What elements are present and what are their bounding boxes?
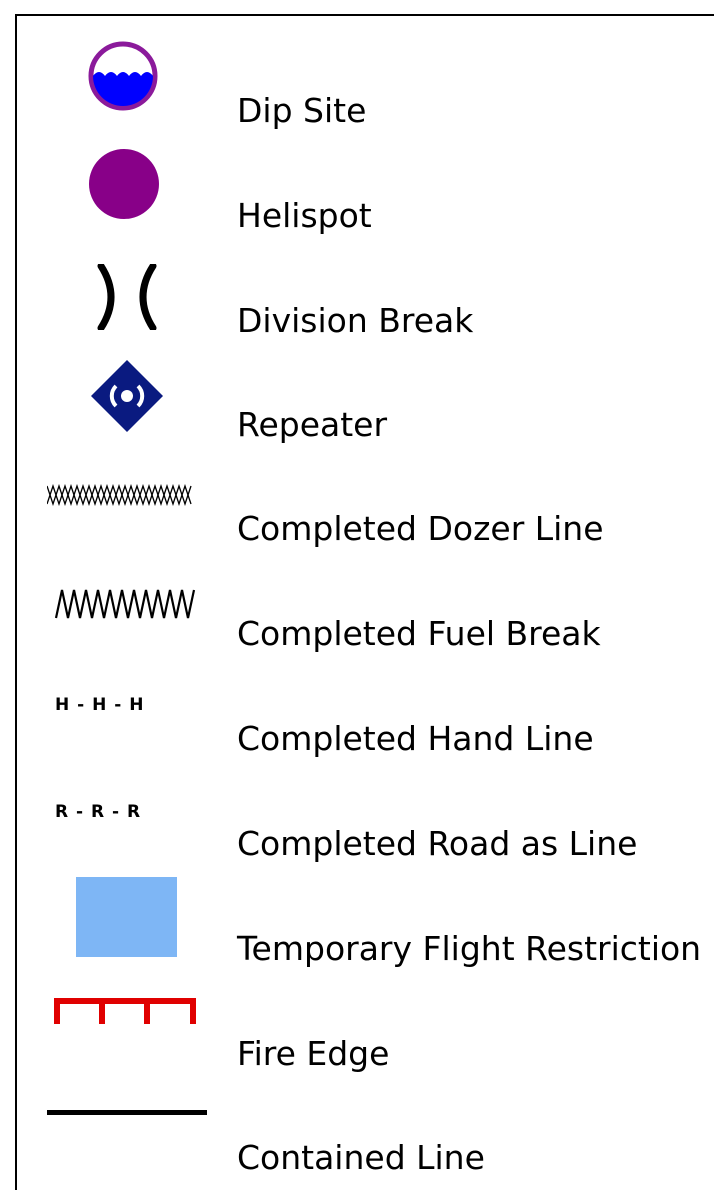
legend-label-road-line: Completed Road as Line: [237, 824, 638, 863]
dip-site-icon: [88, 41, 158, 111]
map-legend: Dip Site Helispot Division Break Repeate…: [15, 14, 714, 1190]
legend-label-repeater: Repeater: [237, 405, 388, 444]
fuel-break-icon: [54, 589, 196, 619]
contained-line-icon: [47, 1110, 207, 1115]
legend-label-division-break: Division Break: [237, 301, 474, 340]
legend-label-hand-line: Completed Hand Line: [237, 719, 594, 758]
legend-label-fire-edge: Fire Edge: [237, 1034, 390, 1073]
helispot-icon: [89, 149, 159, 219]
dozer-line-icon: [47, 484, 192, 506]
flight-restriction-icon: [76, 877, 177, 957]
legend-label-dozer-line: Completed Dozer Line: [237, 509, 604, 548]
legend-label-fuel-break: Completed Fuel Break: [237, 614, 601, 653]
hand-line-icon: H - H - H: [55, 695, 145, 715]
division-break-icon: [97, 264, 157, 330]
legend-label-flight-restriction: Temporary Flight Restriction: [237, 929, 702, 968]
road-line-icon: R - R - R: [55, 802, 142, 822]
fire-edge-icon: [54, 998, 196, 1024]
legend-label-helispot: Helispot: [237, 196, 372, 235]
legend-label-dip-site: Dip Site: [237, 91, 367, 130]
legend-label-contained-line: Contained Line: [237, 1138, 485, 1177]
repeater-icon: [91, 360, 163, 432]
